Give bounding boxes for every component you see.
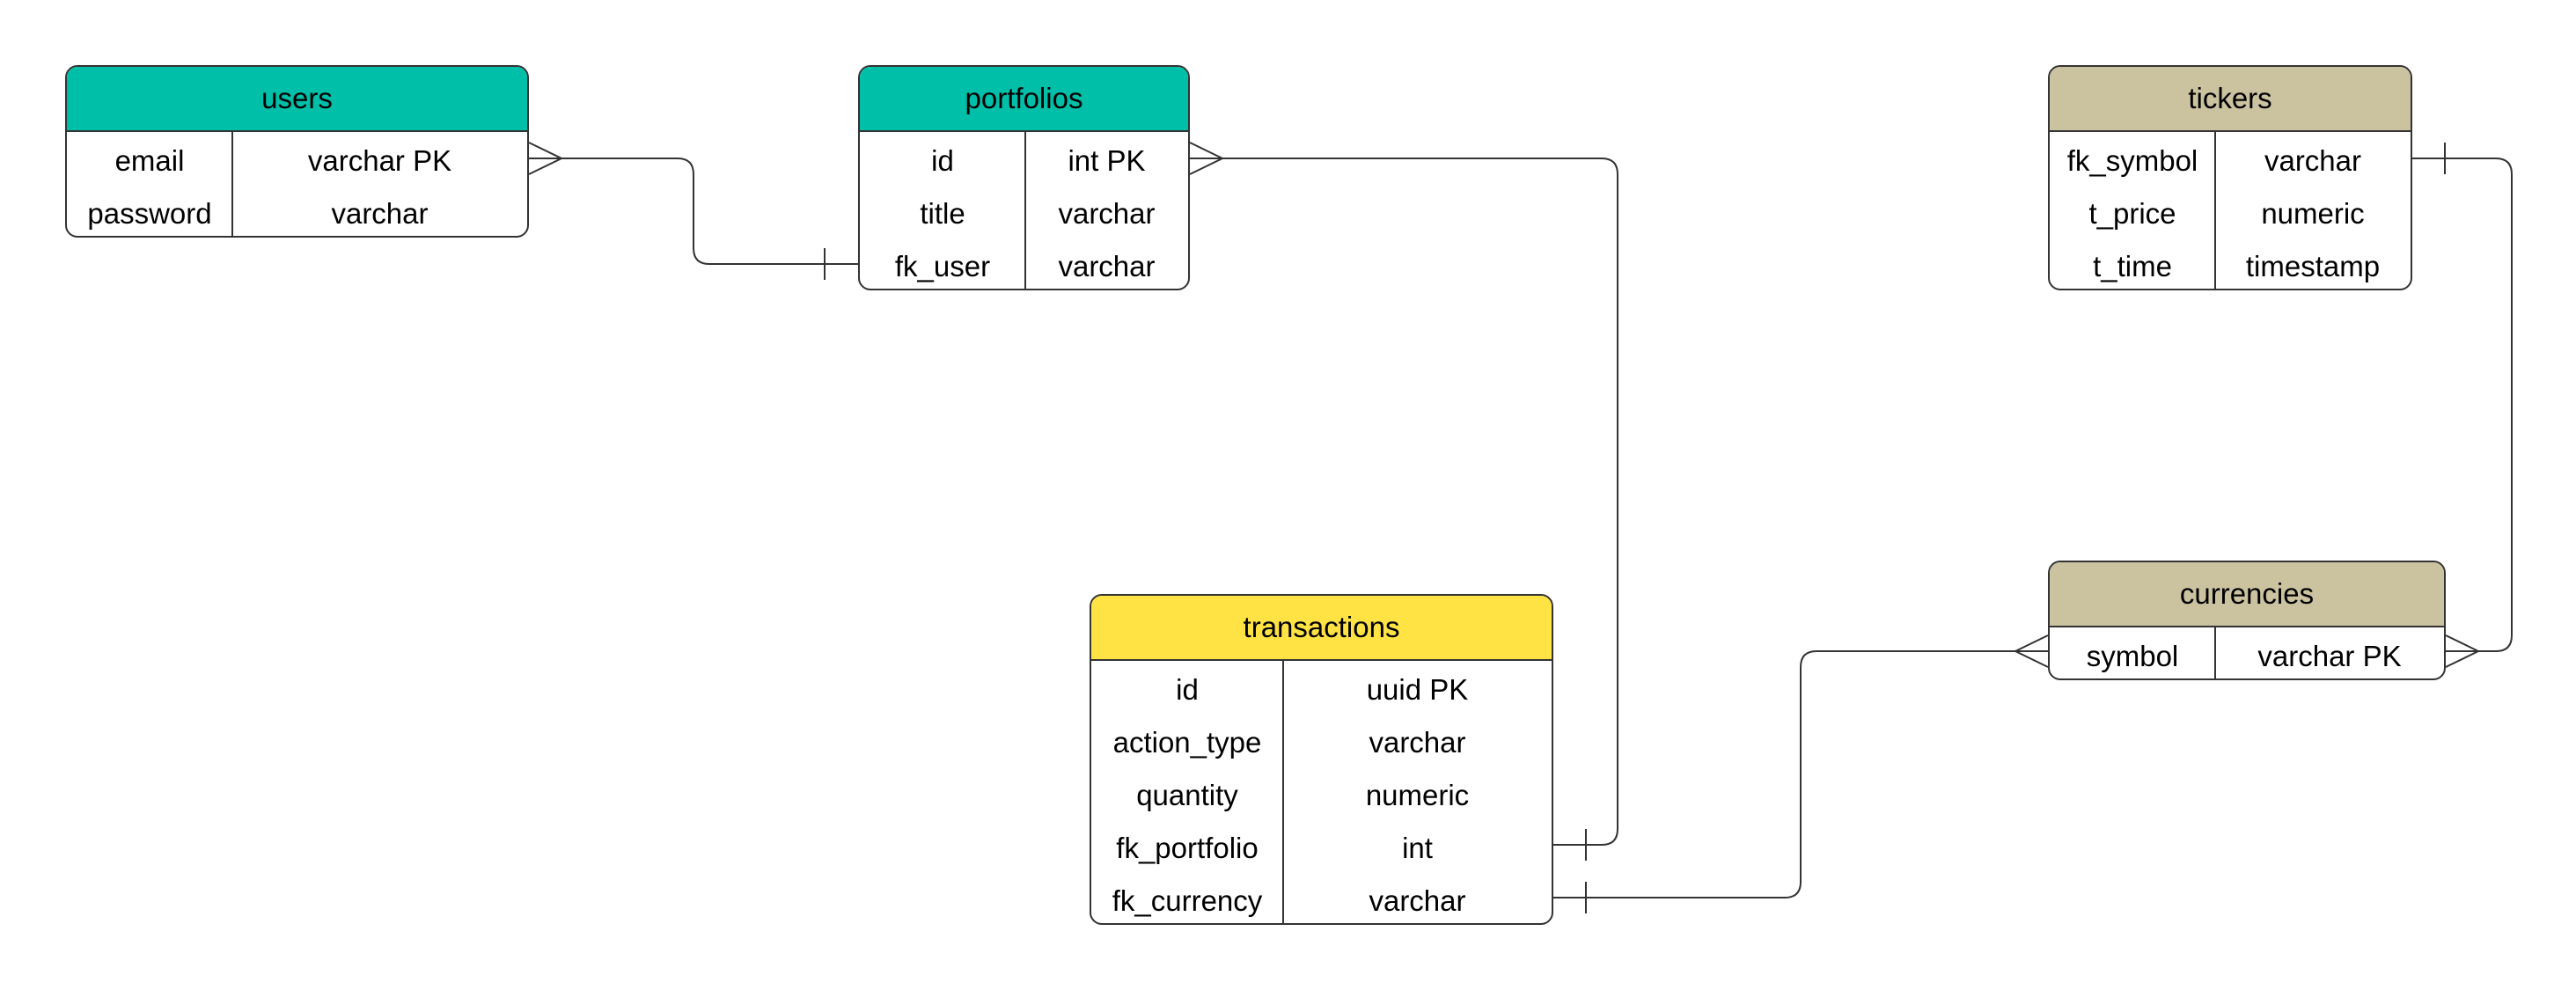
column-type: timestamp bbox=[2245, 250, 2381, 282]
entity-body-currencies: symbol varchar PK bbox=[2050, 630, 2444, 678]
column-name: email bbox=[114, 144, 185, 177]
entity-body-transactions: id uuid PK action_type varchar quantity … bbox=[1091, 664, 1552, 923]
column-name: title bbox=[920, 197, 965, 230]
column-divider bbox=[231, 132, 233, 236]
relation-tickers-currencies bbox=[2412, 158, 2513, 652]
table-row: id uuid PK bbox=[1091, 664, 1552, 716]
relation-portfolios-transactions bbox=[1190, 158, 1618, 846]
table-row: id int PK bbox=[860, 135, 1188, 187]
column-name: t_price bbox=[2088, 197, 2176, 230]
entity-header-portfolios: portfolios bbox=[860, 67, 1188, 132]
table-row: title varchar bbox=[860, 187, 1188, 240]
entity-header-users: users bbox=[67, 67, 527, 132]
column-name: t_time bbox=[2093, 250, 2172, 282]
column-type: numeric bbox=[2261, 197, 2365, 230]
column-type: varchar PK bbox=[2257, 640, 2402, 672]
entity-header-transactions: transactions bbox=[1091, 596, 1552, 661]
crowfoot-users-many bbox=[528, 142, 564, 175]
table-row: fk_portfolio int bbox=[1091, 822, 1552, 875]
entity-header-currencies: currencies bbox=[2050, 562, 2444, 627]
relation-transactions-currencies bbox=[1553, 650, 2048, 898]
relation-users-portfolios bbox=[529, 158, 858, 265]
column-type: numeric bbox=[1365, 779, 1470, 811]
table-row: fk_currency varchar bbox=[1091, 875, 1552, 923]
column-name: quantity bbox=[1136, 779, 1238, 811]
entity-body-tickers: fk_symbol varchar t_price numeric t_time… bbox=[2050, 135, 2411, 289]
table-row: action_type varchar bbox=[1091, 716, 1552, 769]
column-divider bbox=[2214, 132, 2216, 289]
column-name: id bbox=[931, 144, 954, 177]
table-row: symbol varchar PK bbox=[2050, 630, 2444, 678]
column-divider bbox=[1024, 132, 1026, 289]
column-type: int PK bbox=[1068, 144, 1146, 177]
entity-body-users: email varchar PK password varchar bbox=[67, 135, 527, 236]
table-row: fk_symbol varchar bbox=[2050, 135, 2411, 187]
column-type: varchar bbox=[331, 197, 429, 230]
table-row: email varchar PK bbox=[67, 135, 527, 187]
column-type: varchar bbox=[1058, 197, 1156, 230]
column-type: uuid PK bbox=[1366, 673, 1469, 706]
entity-portfolios: portfolios id int PK title varchar fk_us… bbox=[858, 65, 1190, 290]
column-name: id bbox=[1176, 673, 1199, 706]
table-row: quantity numeric bbox=[1091, 769, 1552, 822]
column-type: varchar bbox=[1058, 250, 1156, 282]
crowfoot-currencies-right-many bbox=[2445, 634, 2481, 668]
table-row: fk_user varchar bbox=[860, 240, 1188, 289]
column-name: password bbox=[87, 197, 212, 230]
column-name: fk_symbol bbox=[2066, 144, 2198, 177]
entity-transactions: transactions id uuid PK action_type varc… bbox=[1090, 594, 1553, 925]
table-row: t_price numeric bbox=[2050, 187, 2411, 240]
crowfoot-portfolios-many bbox=[1189, 142, 1225, 175]
column-type: varchar bbox=[1369, 726, 1466, 759]
column-name: fk_currency bbox=[1112, 884, 1263, 917]
entity-currencies: currencies symbol varchar PK bbox=[2048, 561, 2446, 680]
column-divider bbox=[1282, 661, 1284, 923]
column-type: int bbox=[1402, 832, 1433, 864]
column-type: varchar bbox=[2264, 144, 2362, 177]
entity-body-portfolios: id int PK title varchar fk_user varchar bbox=[860, 135, 1188, 289]
entity-users: users email varchar PK password varchar bbox=[65, 65, 529, 238]
crowfoot-currencies-left-many bbox=[2013, 634, 2049, 668]
column-name: fk_user bbox=[894, 250, 991, 282]
column-divider bbox=[2214, 627, 2216, 678]
column-name: fk_portfolio bbox=[1116, 832, 1259, 864]
column-name: action_type bbox=[1112, 726, 1262, 759]
entity-tickers: tickers fk_symbol varchar t_price numeri… bbox=[2048, 65, 2412, 290]
column-type: varchar PK bbox=[307, 144, 452, 177]
column-type: varchar bbox=[1369, 884, 1466, 917]
table-row: password varchar bbox=[67, 187, 527, 236]
column-name: symbol bbox=[2086, 640, 2179, 672]
table-row: t_time timestamp bbox=[2050, 240, 2411, 289]
entity-header-tickers: tickers bbox=[2050, 67, 2411, 132]
